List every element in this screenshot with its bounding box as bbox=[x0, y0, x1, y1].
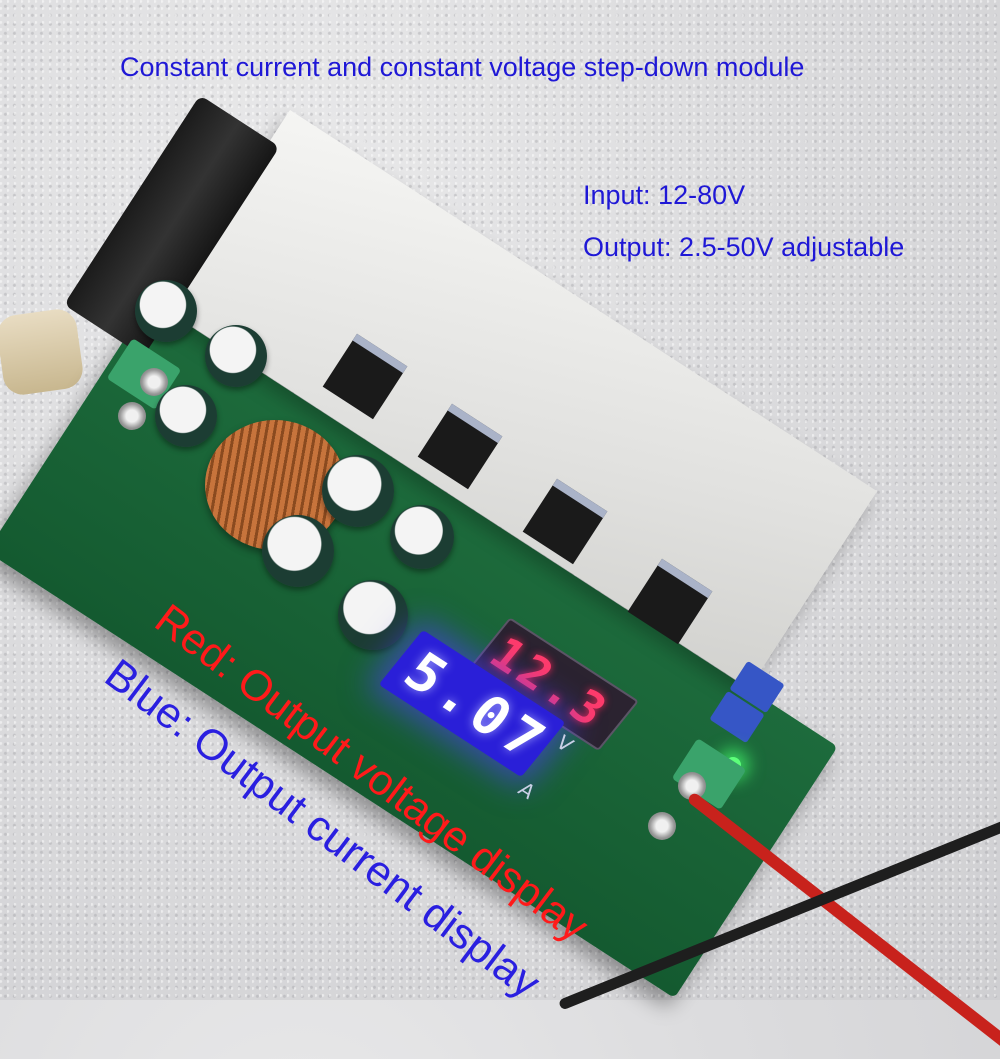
capacitor bbox=[338, 580, 408, 650]
input-cable-tape bbox=[0, 306, 86, 398]
capacitor bbox=[262, 515, 334, 587]
page-title: Constant current and constant voltage st… bbox=[120, 52, 805, 82]
step-down-module-photo: 12.3 5.07 V A bbox=[0, 95, 1000, 1059]
capacitor bbox=[205, 325, 267, 387]
output-spec: Output: 2.5-50V adjustable bbox=[583, 232, 905, 262]
capacitor bbox=[390, 505, 454, 569]
capacitor bbox=[322, 455, 394, 527]
capacitor bbox=[135, 280, 197, 342]
output-screw-2 bbox=[648, 812, 676, 840]
input-screw-1 bbox=[140, 368, 168, 396]
red-output-wire bbox=[686, 791, 1000, 1059]
input-screw-2 bbox=[118, 402, 146, 430]
capacitor bbox=[155, 385, 217, 447]
input-spec: Input: 12-80V bbox=[583, 180, 746, 210]
